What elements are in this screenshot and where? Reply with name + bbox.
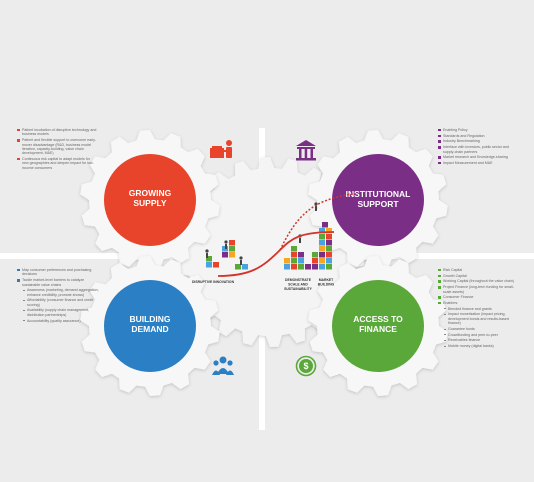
stage-label-demonstrate-line1: DEMONSTRATE <box>285 278 312 282</box>
stage-label-demonstrate-line3: SUSTAINABILITY <box>284 287 313 291</box>
stage-label-disruptive: DISRUPTIVE INNOVATION <box>192 280 235 284</box>
dollar-coin-icon: $ <box>295 355 317 377</box>
stack-block <box>326 228 332 234</box>
stack-block <box>229 240 235 246</box>
institutional-support-title-line1: INSTITUTIONAL <box>346 189 411 199</box>
growth-curve-graphic: DISRUPTIVE INNOVATION DEMONSTRATE SCALE … <box>192 193 357 291</box>
access-to-finance-list-item: Risk Capital <box>438 268 520 272</box>
stack-block <box>291 258 297 264</box>
access-to-finance-gear <box>308 256 448 396</box>
stage-label-market-line2: BUILDING <box>318 283 335 287</box>
stack-block <box>284 264 290 270</box>
people-group-icon <box>212 356 234 375</box>
stack-block <box>312 252 318 258</box>
stack-block <box>319 228 325 234</box>
stack-block <box>326 258 332 264</box>
institutional-support-list-item: Standards and Regulation <box>438 134 520 138</box>
building-demand-gear <box>80 256 220 396</box>
growth-curve-projected <box>279 193 357 251</box>
stack-block <box>206 256 212 262</box>
access-to-finance-list-item: Receivables finance <box>438 338 520 342</box>
building-demand-title-line1: BUILDING <box>129 314 170 324</box>
access-to-finance-list-item: Growth Capital <box>438 274 520 278</box>
stack-block <box>298 258 304 264</box>
government-building-icon <box>296 140 316 161</box>
stack-block <box>229 252 235 258</box>
access-to-finance-list-item: Working Capital (throughout the value ch… <box>438 279 520 283</box>
building-demand-list-item: Availability (supply chain management, d… <box>17 308 99 317</box>
stack-block <box>291 246 297 252</box>
stack-block <box>319 240 325 246</box>
institutional-support-gear <box>308 130 448 270</box>
person-figure <box>205 202 318 265</box>
institutional-support-list-item: Impact Measurement and M&E <box>438 161 520 165</box>
stack-block <box>298 252 304 258</box>
institutional-support-title-line2: SUPPORT <box>357 199 399 209</box>
growing-supply-list-item: Continuous risk capital to adapt models … <box>17 157 97 170</box>
institutional-support-list-item: Interface with investors, public sector … <box>438 145 520 154</box>
stack-block <box>322 222 328 228</box>
stack-block <box>235 264 241 270</box>
stack-block <box>298 264 304 270</box>
access-to-finance-list-item: Crowdfunding and peer-to-peer <box>438 333 520 337</box>
stack-block <box>291 264 297 270</box>
stack-block <box>213 262 219 268</box>
stack-block <box>319 234 325 240</box>
institutional-support-list-item: Market research and Knowledge-sharing <box>438 155 520 159</box>
stack-block <box>319 258 325 264</box>
stack-block <box>284 258 290 264</box>
growth-curve-solid <box>217 231 335 277</box>
stack-block <box>326 264 332 270</box>
growing-supply-list-item: Patient and flexible support to overcome… <box>17 138 97 156</box>
access-to-finance-title-line1: ACCESS TO <box>353 314 403 324</box>
access-to-finance-title-line2: FINANCE <box>359 324 397 334</box>
stack-block <box>222 252 228 258</box>
access-to-finance-list-item: Project Finance (long-term funding for s… <box>438 285 520 294</box>
access-to-finance-list-item: Blended finance and grants <box>438 307 520 311</box>
stack-block <box>319 252 325 258</box>
stack-block <box>326 240 332 246</box>
building-demand-title-line2: DEMAND <box>131 324 168 334</box>
building-demand-list-item: Affordability (consumer finance and cred… <box>17 298 99 307</box>
svg-text:$: $ <box>303 361 308 371</box>
growing-supply-title-line1: GROWING <box>129 188 172 198</box>
institutional-support-list-item: Industry Benchmarking <box>438 139 520 143</box>
stack-block <box>326 246 332 252</box>
stack-block <box>319 246 325 252</box>
stack-block <box>319 264 325 270</box>
building-demand-list: Map consumer preferences and purchasing … <box>17 268 99 324</box>
stack-block <box>229 246 235 252</box>
supply-delivery-icon <box>210 140 232 158</box>
stack-block <box>312 264 318 270</box>
stack-block <box>326 252 332 258</box>
stack-block <box>312 258 318 264</box>
stage-label-demonstrate-line2: SCALE AND <box>288 283 308 287</box>
stage-label-market-line1: MARKET <box>319 278 334 282</box>
institutional-support-list-item: Enabling Policy <box>438 128 520 132</box>
access-to-finance-list-item: Guarantee funds <box>438 327 520 331</box>
growing-supply-gear <box>80 130 220 270</box>
access-to-finance-list-item: Enablers: <box>438 301 520 305</box>
building-demand-list-item: Awareness (marketing, demand aggregation… <box>17 288 99 297</box>
growing-supply-list: Patient incubation of disruptive technol… <box>17 128 97 172</box>
building-demand-list-item: Tackle market-level barriers to catalyze… <box>17 278 99 287</box>
access-to-finance-list-item: Impact monetization (impact pricing, dev… <box>438 312 520 325</box>
stack-block <box>305 264 311 270</box>
stack-block <box>291 252 297 258</box>
stack-block <box>206 262 212 268</box>
access-to-finance-list-item: Consumer Finance <box>438 295 520 299</box>
stack-block <box>242 264 248 270</box>
building-demand-list-item: Accountability (quality assurance) <box>17 319 99 323</box>
building-demand-list-item: Map consumer preferences and purchasing … <box>17 268 99 277</box>
access-to-finance-list-item: Mobile money (digital banks) <box>438 344 520 348</box>
stack-block <box>326 234 332 240</box>
growing-supply-title-line2: SUPPLY <box>133 198 167 208</box>
growing-supply-list-item: Patient incubation of disruptive technol… <box>17 128 97 137</box>
